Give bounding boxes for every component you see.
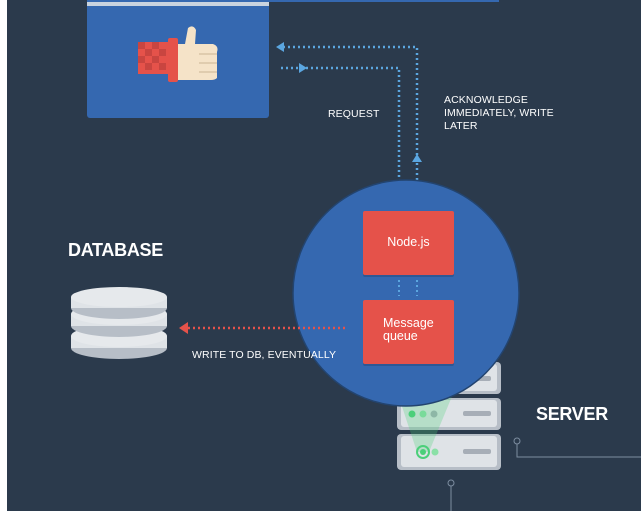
write-db-label: WRITE TO DB, EVENTUALLY xyxy=(192,349,337,361)
server-circle xyxy=(292,179,520,407)
acknowledge-label: ACKNOWLEDGE IMMEDIATELY, WRITE LATER xyxy=(444,94,554,132)
request-arrowhead-right xyxy=(299,63,307,73)
acknowledge-arrowhead-up xyxy=(412,154,422,162)
request-label: REQUEST xyxy=(328,108,380,120)
message-queue-label: Message queue xyxy=(383,316,434,343)
top-stripe xyxy=(87,0,499,2)
acknowledge-arrowhead xyxy=(276,42,284,52)
nodejs-label: Node.js xyxy=(387,235,430,249)
write-db-arrowhead xyxy=(179,322,188,334)
message-queue-box: Message queue xyxy=(363,300,454,364)
database-title: DATABASE xyxy=(68,240,163,260)
diagram-canvas: REQUEST ACKNOWLEDGE IMMEDIATELY, WRITE L… xyxy=(7,0,641,511)
server-title: SERVER xyxy=(536,404,608,424)
thumbs-up-icon xyxy=(138,26,218,82)
database-icon xyxy=(71,287,167,359)
connector-lines xyxy=(447,437,641,511)
request-arrow-line xyxy=(281,66,401,188)
nodejs-box: Node.js xyxy=(363,211,454,275)
diagram-graphics xyxy=(71,0,641,511)
